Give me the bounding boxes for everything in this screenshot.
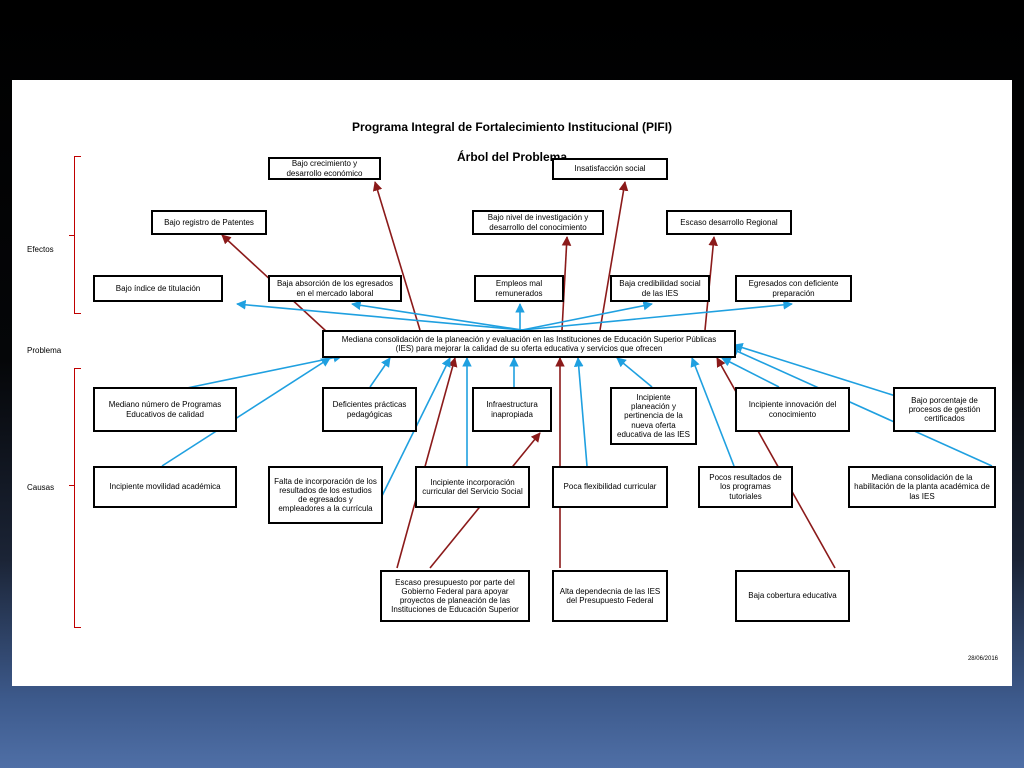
date-label: 28/06/2016 [967,656,998,662]
cause-box: Infraestructura inapropiada [472,387,552,432]
effects-brace [74,156,81,314]
problem-label: Problema [27,346,62,355]
arrow-cause-tutoriales [690,357,735,467]
arrow-problem-absorcion [351,300,523,331]
cause-box: Incipiente planeación y pertinencia de l… [610,387,697,445]
cause-box: Incipiente innovación del conocimiento [735,387,850,432]
arrow-problem-credibilidad [521,300,653,331]
arrow-cause-innovacion [721,357,780,388]
effect-box: Bajo índice de titulación [93,275,223,302]
problem-box: Mediana consolidación de la planeación y… [322,330,736,358]
cause-box: Incipiente movilidad académica [93,466,237,508]
effect-box: Bajo nivel de investigación y desarrollo… [472,210,604,235]
cause-box: Deficientes prácticas pedagógicas [322,387,417,432]
cause-box: Incipiente incorporación curricular del … [415,466,530,508]
arrow-problem-titulacion [236,300,523,331]
cause-box: Escaso presupuesto por parte del Gobiern… [380,570,530,622]
cause-box: Pocos resultados de los programas tutori… [698,466,793,508]
effect-box: Baja credibilidad social de las IES [610,275,710,302]
effect-box: Bajo crecimiento y desarrollo económico [268,157,381,180]
causes-label: Causas [27,483,55,492]
arrow-cause-practicas [369,357,391,388]
cause-box: Mediano número de Programas Educativos d… [93,387,237,432]
arrow-problem-egresados [521,300,793,331]
cause-box: Bajo porcentaje de procesos de gestión c… [893,387,996,432]
slide-canvas: Programa Integral de Fortalecimiento Ins… [12,80,1012,686]
effect-box: Baja absorción de los egresados en el me… [268,275,402,302]
effects-label: Efectos [27,245,54,254]
arrow-effect-crecimiento [372,181,421,331]
diagram-subtitle: Árbol del Problema [456,150,568,164]
cause-box: Alta dependecnia de las IES del Presupue… [552,570,668,622]
diagram-title: Programa Integral de Fortalecimiento Ins… [351,120,673,134]
effect-box: Escaso desarrollo Regional [666,210,792,235]
arrow-effect-insatisfaccion [599,181,629,331]
arrow-cause-planeacion [616,357,653,388]
effect-box: Bajo registro de Patentes [151,210,267,235]
cause-box: Poca flexibilidad curricular [552,466,668,508]
effect-box: Insatisfacción social [552,158,668,180]
cause-box: Mediana consolidación de la habilitación… [848,466,996,508]
causes-brace-tick [69,485,74,486]
causes-brace [74,368,81,628]
cause-box: Baja cobertura educativa [735,570,850,622]
effect-box: Egresados con deficiente preparación [735,275,852,302]
arrow-cause-programas [186,353,343,389]
cause-box: Falta de incorporación de los resultados… [268,466,383,524]
effects-brace-tick [69,235,74,236]
effect-box: Empleos mal remunerados [474,275,564,302]
arrow-cause-flexibilidad [573,357,588,467]
